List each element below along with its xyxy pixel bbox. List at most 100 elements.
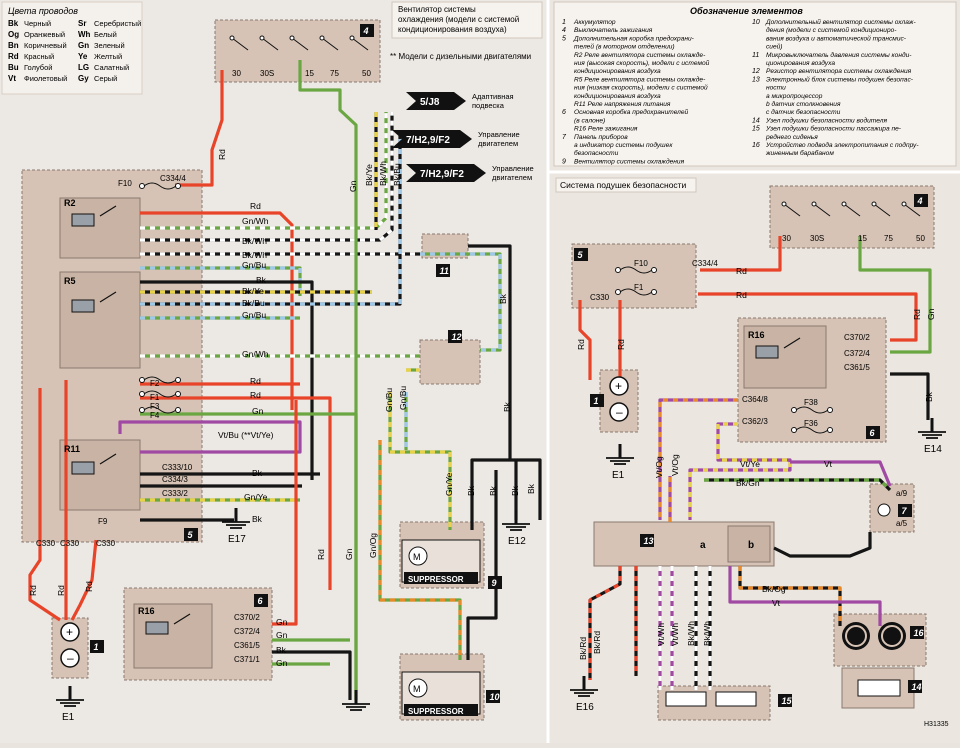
wire-rd-f3: [140, 396, 332, 590]
wire-r-bk: [890, 372, 930, 420]
wire-label-r: Gn: [926, 308, 936, 320]
wire-label-r: Vt/Og: [654, 456, 664, 478]
element-text: вания воздуха и автоматической трансмис-: [766, 34, 907, 42]
battery-right-plus-sign: +: [615, 379, 622, 393]
element-text: R11 Реле напряжения питания: [574, 101, 671, 108]
element-num: 16: [752, 142, 760, 149]
battery-right-minus-sign: –: [616, 405, 623, 419]
ground-e1-r: E1: [612, 470, 625, 481]
wire-rd-top: [175, 70, 224, 187]
wire-label-r: Vt/Wh: [670, 623, 680, 646]
element-text: реднего сиденья: [765, 133, 818, 141]
box-number-6-r: 6: [870, 428, 876, 438]
element-num: 11: [752, 52, 759, 59]
ecu-pin-b: b: [748, 540, 754, 551]
ground-e16: E16: [576, 702, 594, 713]
connector-label: C361/5: [844, 363, 870, 372]
connector-label: C330: [590, 293, 610, 302]
wire-label-r: Bk/Rd: [578, 637, 588, 660]
wire-r-rd-top: [700, 236, 782, 272]
fuse-f4: F4: [150, 411, 160, 420]
wire-label: Bk: [526, 483, 536, 494]
airbag-indicator-lamp: [877, 503, 891, 517]
wire-color-legend: Цвета проводов: [1, 1, 143, 95]
aux-fuse-box-5-right: [571, 243, 697, 309]
box-number-4: 4: [363, 26, 369, 36]
wire-label-r: Vt: [772, 598, 781, 608]
element-num: 4: [562, 27, 566, 34]
connector-label: C361/5: [234, 641, 260, 650]
wire-r-rd-c330: [578, 300, 592, 380]
wire-label: Gn: [276, 630, 288, 640]
fuse-f9: F9: [98, 517, 108, 526]
wire-label-r: Bk/Og: [762, 584, 786, 594]
airbag-system-title: Система подушек безопасности: [560, 180, 687, 190]
fuse-f10: F10: [118, 179, 132, 188]
connector-label: C333/10: [162, 463, 193, 472]
wire-label: Gn/Bu: [384, 388, 394, 412]
wire-label-r: Rd: [912, 309, 922, 320]
element-text: (в салоне): [574, 117, 605, 124]
arrow-desc: Адаптивная: [472, 92, 514, 101]
fuse-f1-r: F1: [634, 283, 644, 292]
element-num: 7: [562, 134, 567, 141]
svg-text:Вентилятор системы: Вентилятор системы: [398, 5, 476, 14]
element-list: Обозначение элементов: [553, 1, 957, 167]
wire-rd-c330a: [28, 388, 61, 622]
element-text: дения (модели с системой кондициониро-: [766, 26, 897, 34]
suppressor-9: SUPPRESSOR: [408, 575, 464, 584]
wire-label: Gn/Ye: [444, 472, 454, 496]
legend-code: Bn: [8, 41, 19, 50]
legend-code: Og: [8, 30, 19, 39]
diagram-code: H31335: [924, 721, 949, 728]
suppressor-10: SUPPRESSOR: [408, 707, 464, 716]
wire-label: Bk: [252, 514, 263, 524]
pin-a5: a/5: [896, 519, 908, 528]
connector-label: C372/4: [844, 349, 870, 358]
connector-label: C334/4: [692, 259, 718, 268]
ground-e1: E1: [62, 712, 75, 723]
legend-name: Фиолетовый: [24, 74, 67, 83]
legend-code: Wh: [78, 30, 91, 39]
relay-coil: [71, 213, 95, 227]
arrow-desc: Управление: [492, 164, 534, 173]
fuse-f2: F2: [150, 379, 160, 388]
relay-coil: [755, 345, 779, 359]
element-num: 13: [752, 76, 760, 83]
box-number-16: 16: [914, 628, 925, 638]
wire-label-r: Bk/Gn: [736, 478, 760, 488]
wire-label: Bk/Bu: [242, 298, 265, 308]
wire-label: Rd: [250, 390, 261, 400]
wire-label-r: Vt/Wh: [656, 623, 666, 646]
wire-label-r: Vt/Ye: [740, 459, 760, 469]
element-text: Узел подушки безопасности водителя: [765, 116, 887, 124]
wire-bk-e10: [466, 470, 498, 660]
wire-label: Gn: [252, 406, 264, 416]
ignition-pin: 30: [232, 69, 241, 78]
fuse-f36: F36: [804, 419, 818, 428]
legend-code: Ye: [78, 52, 88, 61]
connector-label: C333/2: [162, 489, 188, 498]
battery-left-plus: [60, 622, 80, 642]
legend-code: Bu: [8, 63, 19, 72]
battery-right-plus: [609, 376, 629, 396]
ignition-pin-r: 30: [782, 234, 791, 243]
element-text: Выключатель зажигания: [574, 27, 653, 34]
element-text: Панель приборов: [574, 133, 628, 141]
legend-name: Желтый: [94, 52, 122, 61]
relay-coil: [71, 299, 95, 313]
connector-label: C372/4: [234, 627, 260, 636]
suppressor-10-m: M: [413, 684, 421, 694]
element-num: 15: [752, 126, 760, 133]
wire-label: Bk/Ye: [364, 164, 374, 186]
relay-r5: [59, 271, 141, 369]
wire-label: Bk: [252, 468, 263, 478]
element-text: a микропроцессор: [766, 93, 823, 100]
driver-airbag-14: [841, 667, 915, 709]
element-text: ности: [766, 85, 786, 92]
wire-label-r: Rd: [736, 266, 747, 276]
box-number-4-r: 4: [917, 196, 923, 206]
wire-label-r: Rd: [576, 339, 586, 350]
